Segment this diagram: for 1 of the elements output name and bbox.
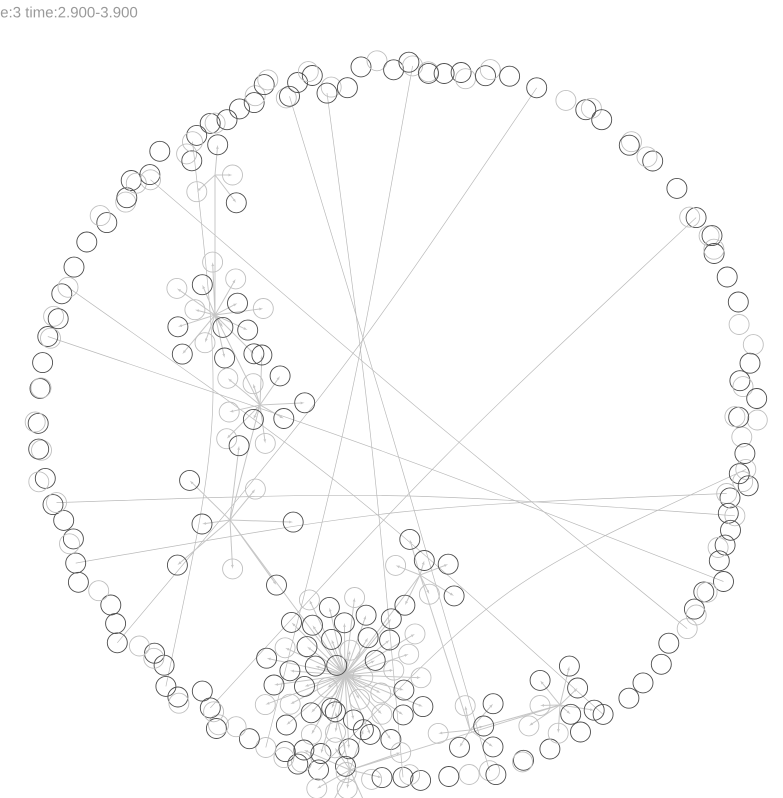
frame-time-label: e:3 time:2.900-3.900 (0, 6, 138, 18)
